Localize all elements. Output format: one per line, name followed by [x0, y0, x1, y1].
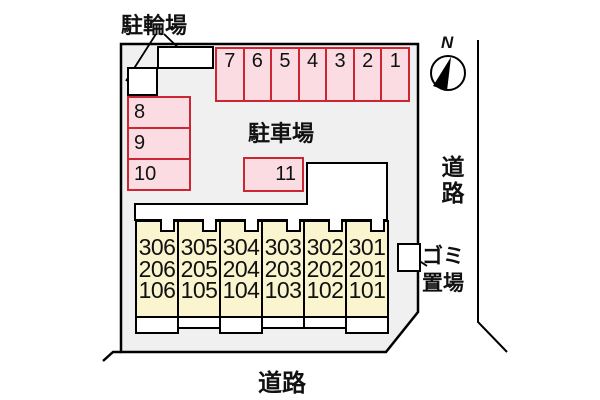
- room-number: 206: [138, 255, 176, 282]
- balcony: [135, 316, 179, 334]
- room-number: 304: [222, 234, 260, 260]
- balcony: [177, 316, 221, 329]
- balcony: [261, 316, 305, 329]
- room-number: 305: [180, 234, 218, 260]
- bottom-road-line: [102, 350, 121, 362]
- parking-space-9: 9: [129, 127, 189, 158]
- balcony: [345, 316, 389, 334]
- room-number: 306: [138, 234, 176, 260]
- balcony: [303, 316, 347, 329]
- parking-space-7: 7: [224, 50, 236, 72]
- room-number: 104: [222, 277, 260, 303]
- room-number: 101: [348, 277, 386, 303]
- garbage-area-label: ゴミ 置場: [422, 245, 464, 295]
- parking-space-6: 6: [242, 49, 271, 100]
- parking-row-top: 7 6 5 4 3 2 1: [215, 47, 410, 102]
- room-number: 106: [138, 277, 176, 303]
- road-label-bottom: 道路: [258, 370, 306, 397]
- parking-space-8: 8: [134, 101, 146, 123]
- building-unit-306: 306 206 106: [135, 220, 179, 318]
- bicycle-parking-box-small: [127, 67, 158, 96]
- bicycle-parking-label: 駐輪場: [121, 13, 188, 38]
- parking-column-left: 8 9 10: [127, 96, 191, 191]
- entrance-notch: [328, 219, 343, 232]
- room-number: 105: [180, 277, 218, 303]
- right-road-line: [477, 40, 508, 353]
- building-unit-305: 305 205 105: [177, 220, 221, 318]
- room-number: 303: [264, 234, 302, 260]
- room-number: 204: [222, 255, 260, 282]
- building-unit-303: 303 203 103: [261, 220, 305, 318]
- building-unit-302: 302 202 102: [303, 220, 347, 318]
- entrance-notch: [202, 219, 217, 232]
- parking-space-11: 11: [243, 157, 304, 192]
- balcony: [219, 316, 263, 334]
- parking-space-10: 10: [129, 158, 189, 189]
- parking-space-2: 2: [352, 49, 381, 100]
- room-number: 201: [348, 255, 386, 282]
- parking-lot-label: 駐車場: [248, 121, 315, 146]
- road-label-right: 道路: [438, 155, 464, 207]
- room-number: 202: [306, 255, 344, 282]
- room-number: 203: [264, 255, 302, 282]
- parking-space-5: 5: [270, 49, 298, 100]
- bicycle-parking-box-large: [157, 46, 214, 69]
- room-number: 301: [348, 234, 386, 260]
- parking-space-3: 3: [325, 49, 353, 100]
- parking-space-1: 1: [380, 49, 408, 100]
- parking-space-4: 4: [297, 49, 326, 100]
- compass-north-label: N: [441, 33, 454, 52]
- building-unit-304: 304 204 104: [219, 220, 263, 318]
- garbage-box: [397, 243, 421, 272]
- room-number: 103: [264, 277, 302, 303]
- building-unit-301: 301 201 101: [345, 220, 389, 318]
- entrance-notch: [244, 219, 259, 232]
- room-number: 205: [180, 255, 218, 282]
- entrance-notch: [286, 219, 301, 232]
- room-number: 302: [306, 234, 344, 260]
- room-number: 102: [306, 277, 344, 303]
- entrance-notch: [160, 219, 175, 232]
- north-compass-icon: [430, 55, 466, 91]
- entrance-notch: [370, 219, 385, 232]
